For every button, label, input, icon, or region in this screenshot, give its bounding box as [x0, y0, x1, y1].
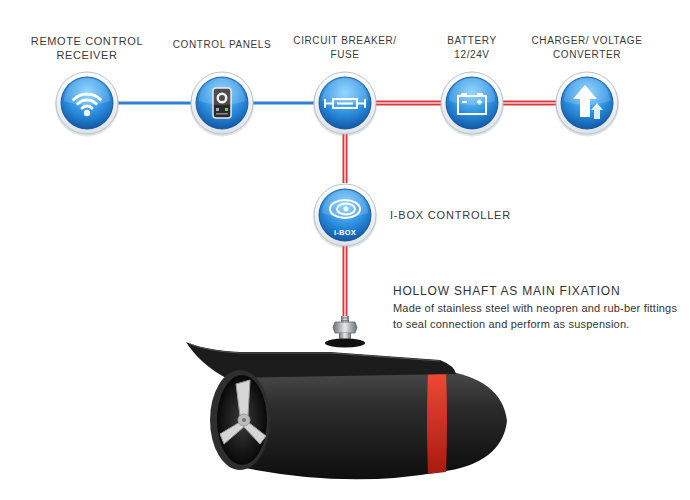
- ibox-controller-node: I-BOX CONTROLLERi-BOX: [313, 183, 377, 247]
- drawing-part: [322, 190, 368, 217]
- icon-circle: [190, 71, 254, 135]
- drawing-part: [441, 72, 503, 134]
- wire-stroke: [375, 101, 442, 106]
- drawing-part: [313, 185, 377, 249]
- drawing-part: [341, 318, 349, 319]
- drawing-part: [56, 72, 118, 134]
- drawing-part: [191, 72, 253, 134]
- callout-heading: HOLLOW SHAFT AS MAIN FIXATION: [393, 284, 683, 298]
- drawing-part: [555, 73, 619, 137]
- battery-node: BATTERY 12/24V: [440, 71, 504, 135]
- drawing-part: [196, 77, 248, 129]
- drawing-part: [440, 73, 504, 137]
- wire-connector: [117, 103, 192, 104]
- thruster-node: HOLLOW SHAFT AS MAIN FIXATIONMade of sta…: [195, 316, 495, 486]
- drawing-part: [341, 320, 349, 321]
- label-holder: HOLLOW SHAFT AS MAIN FIXATION: [393, 284, 683, 298]
- drawing-part: [556, 72, 618, 134]
- drawing-part: [190, 73, 254, 137]
- thruster-nose: [440, 370, 507, 472]
- wire-stroke: [252, 102, 315, 105]
- drawing-part: [314, 72, 376, 134]
- tunnel-rim: [210, 370, 270, 470]
- label-holder: BATTERY 12/24V: [432, 34, 512, 62]
- icon-circle: [440, 71, 504, 135]
- label-holder: I-BOX CONTROLLER: [390, 183, 511, 247]
- wire-stroke: [344, 245, 346, 316]
- drawing-part: [591, 103, 603, 119]
- thruster-hood: [186, 342, 456, 378]
- icon-circle: [313, 71, 377, 135]
- drawing-part: [82, 106, 92, 108]
- control-panel-node: CONTROL PANELS: [190, 71, 254, 135]
- charger-node: CHARGER/ VOLTAGE CONVERTER: [555, 71, 619, 135]
- wire-stroke: [117, 102, 192, 105]
- wire-stroke: [502, 102, 557, 104]
- drawing-part: [242, 418, 246, 422]
- drawing-part: [64, 78, 110, 105]
- label-holder: Made of stainless steel with neopren and…: [393, 300, 683, 332]
- icon-circle: [313, 183, 377, 247]
- label-holder: CIRCUIT BREAKER/ FUSE: [278, 34, 412, 62]
- component-label: I-BOX CONTROLLER: [390, 208, 511, 222]
- tunnel-opening: [217, 375, 267, 465]
- drawing-part: [319, 189, 371, 241]
- label-holder: CONTROL PANELS: [163, 34, 281, 52]
- drawing-part: [314, 184, 376, 246]
- wire-stroke: [343, 133, 348, 183]
- logo-text: i-BOX: [334, 228, 356, 237]
- drawing-part: [61, 77, 113, 129]
- drawing-part: [564, 78, 610, 105]
- drawing-part: [199, 78, 245, 105]
- drawing-part: [238, 414, 250, 426]
- component-label: CHARGER/ VOLTAGE CONVERTER: [512, 34, 662, 62]
- wire-stroke: [375, 102, 442, 104]
- drawing-part: [322, 78, 368, 105]
- drawing-part: [216, 113, 228, 115]
- drawing-part: [216, 108, 219, 111]
- drawing-part: [325, 339, 365, 348]
- label-holder: CHARGER/ VOLTAGE CONVERTER: [512, 34, 662, 62]
- label-holder: i-BOX: [313, 221, 377, 239]
- wire-stroke: [502, 101, 557, 106]
- component-label: CONTROL PANELS: [173, 38, 271, 52]
- drawing-part: [333, 322, 357, 333]
- propeller: [220, 380, 266, 444]
- icon-circle: [55, 71, 119, 135]
- drawing-part: [236, 380, 250, 416]
- drawing-part: [561, 77, 613, 129]
- remote-receiver-node: REMOTE CONTROL RECEIVER: [55, 71, 119, 135]
- component-label: BATTERY 12/24V: [432, 34, 512, 62]
- red-band: [427, 370, 447, 474]
- wire-stroke: [343, 245, 348, 316]
- wire-connector: [345, 245, 346, 316]
- wire-connector: [252, 103, 315, 104]
- wire-connector: [502, 103, 557, 104]
- drawing-part: [84, 110, 90, 116]
- drawing-part: [225, 108, 228, 111]
- component-label: CIRCUIT BREAKER/ FUSE: [278, 34, 412, 62]
- hood-highlight: [190, 344, 440, 361]
- breaker-fuse-node: CIRCUIT BREAKER/ FUSE: [313, 71, 377, 135]
- drawing-part: [55, 73, 119, 137]
- wire-connector: [375, 103, 442, 104]
- wire-connector: [345, 133, 346, 183]
- hollow-shaft: [325, 316, 365, 348]
- callout-body: Made of stainless steel with neopren and…: [393, 300, 683, 332]
- label-holder: REMOTE CONTROL RECEIVER: [25, 34, 149, 63]
- drawing-part: [449, 78, 495, 105]
- drawing-part: [446, 77, 498, 129]
- drawing-part: [319, 77, 371, 129]
- component-label: REMOTE CONTROL RECEIVER: [25, 34, 149, 62]
- icon-circle: [555, 71, 619, 135]
- drawing-part: [313, 73, 377, 137]
- wire-stroke: [344, 133, 346, 183]
